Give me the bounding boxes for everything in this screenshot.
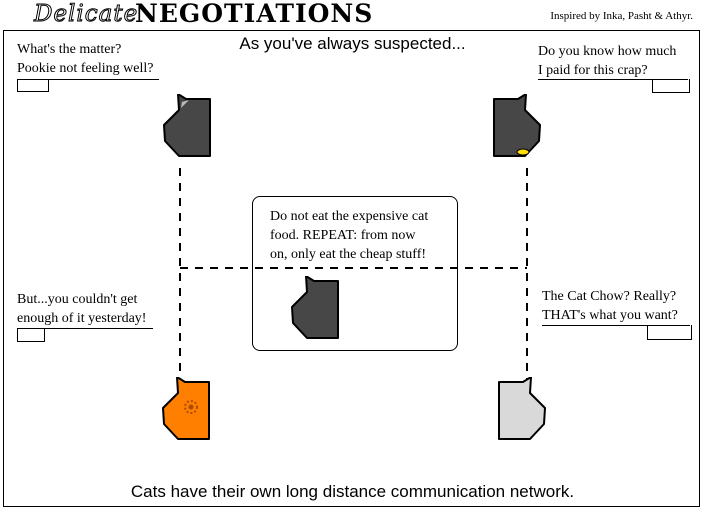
speech-line: I paid for this crap?: [538, 63, 648, 78]
speech-line: But...you couldn't get: [17, 292, 138, 307]
speech-bottom-left: But...you couldn't get enough of it yest…: [17, 290, 146, 328]
speech-top-left: What's the matter? Pookie not feeling we…: [17, 40, 153, 78]
title-script-word: Delicate: [33, 1, 139, 28]
speech-underline: [538, 79, 688, 80]
title-main-word: NEGOTIATIONS: [135, 0, 374, 28]
cat-head-icon: [493, 94, 541, 157]
speech-line: Pookie not feeling well?: [17, 61, 154, 76]
message-line: food. REPEAT: from now: [270, 228, 416, 243]
credit-line: Inspired by Inka, Pasht & Athyr.: [550, 10, 693, 22]
cat-head-icon: [498, 377, 546, 440]
cat-head-icon: [162, 377, 210, 440]
speech-top-right: Do you know how much I paid for this cra…: [538, 42, 676, 80]
speech-tail: [17, 79, 49, 92]
speech-line: enough of it yesterday!: [17, 311, 147, 326]
message-line: on, only eat the cheap stuff!: [270, 247, 427, 262]
speech-underline: [17, 328, 153, 329]
comic-panel: [3, 30, 700, 507]
speech-underline: [17, 79, 159, 80]
caption-top: As you've always suspected...: [239, 34, 466, 53]
speech-line: The Cat Chow? Really?: [542, 289, 677, 304]
cat-head-icon: [291, 276, 339, 339]
speech-tail: [652, 79, 690, 93]
message-text: Do not eat the expensive cat food. REPEA…: [270, 207, 460, 264]
speech-bottom-right: The Cat Chow? Really? THAT's what you wa…: [542, 287, 678, 325]
message-line: Do not eat the expensive cat: [270, 209, 429, 224]
cat-head-icon: [163, 94, 211, 157]
speech-tail: [17, 328, 45, 342]
message-box: [252, 196, 458, 351]
speech-line: THAT's what you want?: [542, 308, 678, 323]
speech-line: What's the matter?: [17, 42, 122, 57]
speech-line: Do you know how much: [538, 44, 677, 59]
speech-tail: [647, 325, 692, 340]
speech-underline: [542, 325, 690, 326]
caption-bottom: Cats have their own long distance commun…: [130, 482, 575, 501]
